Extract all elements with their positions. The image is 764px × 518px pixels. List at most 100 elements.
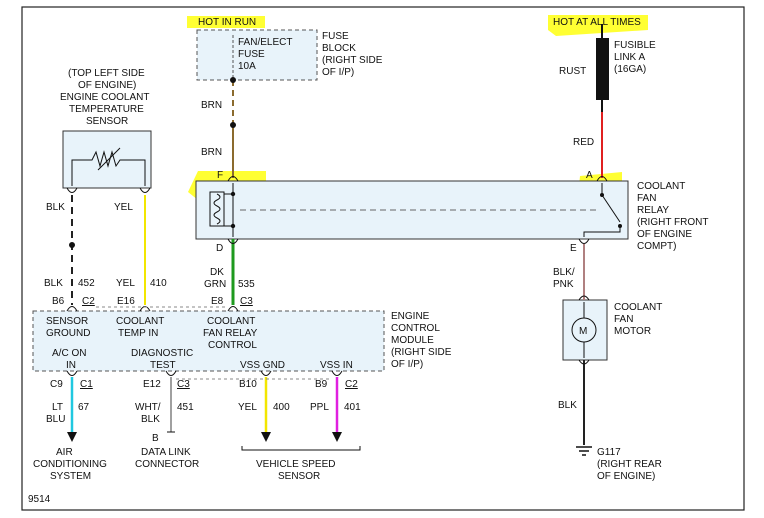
- ecm-ac-on-2: IN: [66, 360, 76, 371]
- relay-pin-e-connector: [578, 238, 590, 244]
- relay-pin-f-connector: [227, 176, 239, 182]
- motor-m-symbol: M: [579, 326, 587, 337]
- ac-dest-3: SYSTEM: [50, 471, 91, 482]
- circuit-410: 410: [150, 278, 167, 289]
- vss-in-arrow: [332, 432, 342, 442]
- ground-label-2: (RIGHT REAR: [597, 459, 662, 470]
- fuse-block-title-4: OF I/P): [322, 67, 354, 78]
- motor-title-2: FAN: [614, 314, 633, 325]
- relay-pin-e: E: [570, 243, 577, 254]
- ecm-vss-gnd: VSS GND: [240, 360, 285, 371]
- lt-blu-label-1: LT: [52, 402, 63, 413]
- ecm-title-3: MODULE: [391, 335, 434, 346]
- sensor-ground-dot: [69, 242, 75, 248]
- ecm-fan-control-1: COOLANT: [207, 316, 255, 327]
- ppl-401-label: PPL: [310, 402, 329, 413]
- fusible-link-label-1: FUSIBLE: [614, 40, 656, 51]
- fuse-block-title-2: BLOCK: [322, 43, 356, 54]
- fusible-link-label-2: LINK A: [614, 52, 645, 63]
- ecm-pin-b10: B10: [239, 379, 257, 390]
- ecm-conn-c3-bottom: C3: [177, 379, 190, 390]
- fuse-block-title-1: FUSE: [322, 31, 349, 42]
- relay-title-1: COOLANT: [637, 181, 685, 192]
- ecm-conn-c3-top: C3: [240, 296, 253, 307]
- ecm-coolant-temp-2: TEMP IN: [118, 328, 158, 339]
- fuse-bottom-dot: [230, 77, 236, 83]
- ac-dest-1: AIR: [56, 447, 73, 458]
- sensor-title-4: TEMPERATURE: [69, 104, 144, 115]
- vss-dest-2: SENSOR: [278, 471, 320, 482]
- diagram-frame: [21, 6, 745, 511]
- brn-label-lower: BRN: [201, 147, 222, 158]
- dlc-dest-1: DATA LINK: [141, 447, 191, 458]
- relay-coil: [209, 191, 225, 227]
- relay-title-5: OF ENGINE: [637, 229, 692, 240]
- yel-400-label: YEL: [238, 402, 257, 413]
- vss-gnd-arrow: [261, 432, 271, 442]
- fuse-label-1: FAN/ELECT: [238, 37, 292, 48]
- red-label: RED: [573, 137, 594, 148]
- highlight-hot-in-run: [187, 16, 265, 28]
- blk-452-label: BLK: [44, 278, 63, 289]
- dk-grn-circuit: 535: [238, 279, 255, 290]
- ac-dest-2: CONDITIONING: [33, 459, 107, 470]
- ecm-pin-c9: C9: [50, 379, 63, 390]
- dk-grn-label-1: DK: [210, 267, 224, 278]
- fuse-label-3: 10A: [238, 61, 256, 72]
- hot-at-all-times-label: HOT AT ALL TIMES: [553, 17, 641, 28]
- blk-ground-label: BLK: [558, 400, 577, 411]
- ecm-diag-1: DIAGNOSTIC: [131, 348, 193, 359]
- highlight-hot-at-all-times: [548, 15, 648, 36]
- ecm-sensor-ground-2: GROUND: [46, 328, 90, 339]
- ecm-pin-e12: E12: [143, 379, 161, 390]
- ecm-conn-c1: C1: [80, 379, 93, 390]
- vss-bracket: [241, 446, 361, 451]
- relay-pin-d: D: [216, 243, 223, 254]
- ecm-conn-c2-bottom: C2: [345, 379, 358, 390]
- relay-title-2: FAN: [637, 193, 656, 204]
- relay-title-4: (RIGHT FRONT: [637, 217, 708, 228]
- relay-title-3: RELAY: [637, 205, 669, 216]
- sensor-title-2: OF ENGINE): [78, 80, 136, 91]
- circuit-401: 401: [344, 402, 361, 413]
- ecm-pin-e16: E16: [117, 296, 135, 307]
- sensor-connector-left: [66, 187, 78, 193]
- dlc-dest-2: CONNECTOR: [135, 459, 199, 470]
- sensor-thermistor: [71, 150, 146, 186]
- coolant-fan-motor-box: [562, 299, 608, 361]
- diagram-id: 9514: [28, 494, 51, 505]
- vss-dest-1: VEHICLE SPEED: [256, 459, 335, 470]
- ac-arrow: [67, 432, 77, 442]
- circuit-451: 451: [177, 402, 194, 413]
- relay-switch: [601, 194, 621, 223]
- sensor-title-3: ENGINE COOLANT: [60, 92, 149, 103]
- motor-title-1: COOLANT: [614, 302, 662, 313]
- circuit-400: 400: [273, 402, 290, 413]
- yel-sensor-label: YEL: [114, 202, 133, 213]
- ecm-fan-control-2: FAN RELAY: [203, 328, 258, 339]
- relay-title-6: COMPT): [637, 241, 676, 252]
- wht-blk-label-1: WHT/: [135, 402, 161, 413]
- brn-label-upper: BRN: [201, 100, 222, 111]
- ecm-title-1: ENGINE: [391, 311, 430, 322]
- ecm-title-4: (RIGHT SIDE: [391, 347, 452, 358]
- ecm-conn-c2-top: C2: [82, 296, 95, 307]
- ecm-pin-e8: E8: [211, 296, 224, 307]
- dk-grn-label-2: GRN: [204, 279, 226, 290]
- ecm-fan-control-3: CONTROL: [208, 340, 257, 351]
- fusible-link: [596, 38, 609, 100]
- blk-pnk-label-1: BLK/: [553, 267, 575, 278]
- fusible-link-label-3: (16GA): [614, 64, 646, 75]
- circuit-67: 67: [78, 402, 90, 413]
- wht-blk-label-2: BLK: [141, 414, 160, 425]
- sensor-title-5: SENSOR: [86, 116, 128, 127]
- ecm-ac-on-1: A/C ON: [52, 348, 86, 359]
- ground-label-1: G117: [597, 447, 621, 458]
- ecm-title-2: CONTROL: [391, 323, 440, 334]
- relay-pin-f: F: [217, 170, 223, 181]
- ground-label-3: OF ENGINE): [597, 471, 655, 482]
- ecm-diag-2: TEST: [150, 360, 176, 371]
- motor-title-3: MOTOR: [614, 326, 651, 337]
